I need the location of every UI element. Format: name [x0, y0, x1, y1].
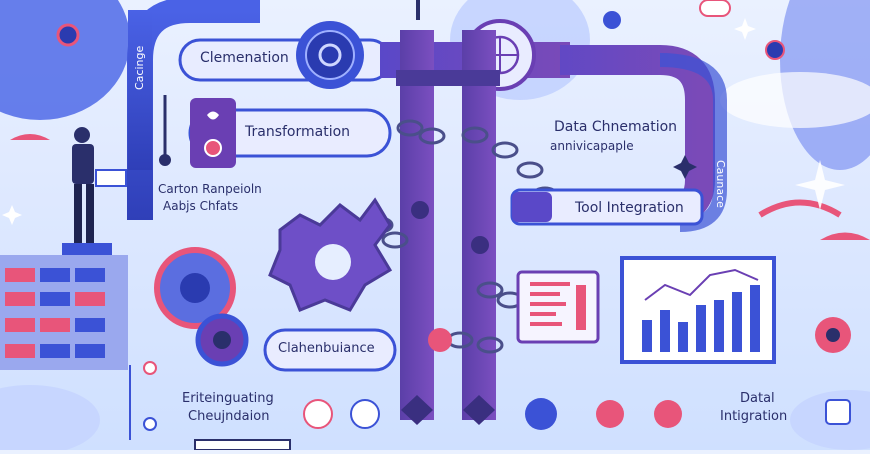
bg-blob-left: [0, 0, 130, 120]
timeline-dot-2: [143, 417, 157, 431]
label-clahenbuiance: Clahenbuiance: [278, 341, 375, 356]
gear-inner: [318, 43, 342, 67]
pink-cloud-right: [820, 232, 870, 240]
pipe-left-vertical: [128, 10, 152, 170]
top-right-dot: [765, 40, 785, 60]
pink-gear-hub: [826, 328, 840, 342]
label-datal-1: Datal: [740, 391, 775, 406]
pill-clahenbuiance: [263, 328, 397, 372]
pink-cloud-left: [10, 134, 50, 140]
valve-knob: [204, 139, 222, 157]
bottom-icon-3: [525, 398, 557, 430]
lever-knob: [159, 154, 171, 166]
top-badge: [699, 0, 731, 17]
label-transformation: Transformation: [245, 124, 351, 140]
rivet-2: [471, 236, 489, 254]
bottom-icon-6: [825, 399, 851, 425]
belt-right: [462, 30, 496, 420]
label-side-left: Cacinge: [133, 45, 146, 90]
lock-icon: [56, 23, 80, 47]
bottom-icon-1: [303, 399, 333, 429]
small-report-lines: [530, 282, 586, 330]
belt-tip-right: [463, 395, 495, 425]
bar-chart-icon: [642, 285, 760, 352]
person-icon: [62, 127, 127, 255]
pipe-right-outer: [659, 53, 727, 232]
pink-node: [428, 328, 452, 352]
bottom-icon-5: [654, 400, 682, 428]
label-datal-2: Intigration: [720, 409, 788, 424]
sparkle-icon: [2, 18, 845, 225]
label-side-right: Caunace: [714, 160, 727, 208]
timeline-dot-1: [143, 361, 157, 375]
label-carton-1: Carton Ranpeioln: [158, 182, 262, 196]
belt-crossbar: [396, 70, 500, 86]
top-dot-2: [603, 11, 621, 29]
cloud-bottom-left: [0, 385, 100, 454]
rivet-1: [411, 201, 429, 219]
pink-arc: [758, 199, 842, 218]
trend-line: [644, 268, 759, 301]
heart-icon: [207, 111, 219, 120]
gear-lower-2-hub: [213, 331, 231, 349]
gear-lower-1-hub: [180, 273, 210, 303]
belt-left: [400, 30, 434, 420]
valve-box: [190, 98, 236, 168]
label-anmolcapaple: annivicapaple: [550, 139, 634, 153]
label-clemenation: Clemenation: [200, 50, 289, 66]
label-data-chnemation: Data Chnemation: [554, 119, 678, 135]
big-gear-hole: [315, 244, 351, 280]
label-eriting-2: Cheujndaion: [188, 409, 270, 424]
chain-icon: [366, 119, 559, 354]
label-carton-2: Aabjs Chfats: [163, 199, 239, 213]
tool-pipe-cap: [512, 192, 552, 222]
spreadsheet-icon: [5, 268, 105, 358]
belt-tip-left: [401, 395, 433, 425]
sparkle-dark: [673, 155, 697, 179]
cloud-right: [720, 72, 870, 128]
bottom-icon-2: [350, 399, 380, 429]
label-eriting-1: Eriteinguating: [182, 391, 274, 406]
gear-icon: [305, 30, 355, 80]
bottom-icon-4: [596, 400, 624, 428]
label-tool-integration: Tool Integration: [575, 200, 684, 216]
bottom-bar: [194, 439, 291, 451]
